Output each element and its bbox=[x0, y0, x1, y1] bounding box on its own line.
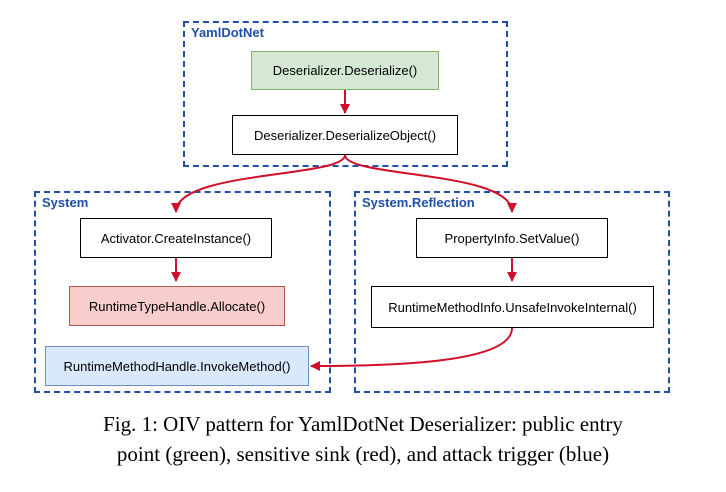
node-set-value-label: PropertyInfo.SetValue() bbox=[444, 230, 580, 246]
node-deserialize: Deserializer.Deserialize() bbox=[251, 51, 439, 90]
caption-line-2: point (green), sensitive sink (red), and… bbox=[116, 442, 610, 466]
figure-caption: Fig. 1: OIV pattern for YamlDotNet Deser… bbox=[0, 409, 726, 469]
group-label-system-reflection: System.Reflection bbox=[362, 195, 475, 210]
node-invoke-method: RuntimeMethodHandle.InvokeMethod() bbox=[45, 346, 309, 386]
node-deserialize-label: Deserializer.Deserialize() bbox=[272, 63, 418, 78]
group-system: System bbox=[34, 191, 331, 393]
node-deserialize-object-label: Deserializer.DeserializeObject() bbox=[253, 127, 437, 143]
group-system-reflection: System.Reflection bbox=[354, 191, 670, 393]
node-create-instance-label: Activator.CreateInstance() bbox=[100, 230, 252, 246]
arrow-deserialize-object-to-create-instance bbox=[171, 154, 346, 213]
node-allocate-label: RuntimeTypeHandle.Allocate() bbox=[88, 298, 266, 314]
caption-line-1: Fig. 1: OIV pattern for YamlDotNet Deser… bbox=[103, 412, 623, 436]
group-label-yamldotnet: YamlDotNet bbox=[191, 25, 264, 40]
node-invoke-method-label: RuntimeMethodHandle.InvokeMethod() bbox=[63, 358, 291, 374]
node-set-value: PropertyInfo.SetValue() bbox=[416, 218, 608, 258]
arrow-deserialize-object-to-set-value bbox=[344, 154, 517, 213]
arrow-unsafe-invoke-to-invoke-method bbox=[310, 327, 513, 371]
group-yamldotnet: YamlDotNet bbox=[183, 21, 508, 167]
node-unsafe-invoke: RuntimeMethodInfo.UnsafeInvokeInternal() bbox=[371, 286, 654, 328]
node-unsafe-invoke-label: RuntimeMethodInfo.UnsafeInvokeInternal() bbox=[388, 299, 637, 315]
group-label-system: System bbox=[42, 195, 89, 210]
node-create-instance: Activator.CreateInstance() bbox=[80, 218, 272, 258]
node-deserialize-object: Deserializer.DeserializeObject() bbox=[232, 115, 458, 155]
node-allocate: RuntimeTypeHandle.Allocate() bbox=[69, 286, 285, 326]
